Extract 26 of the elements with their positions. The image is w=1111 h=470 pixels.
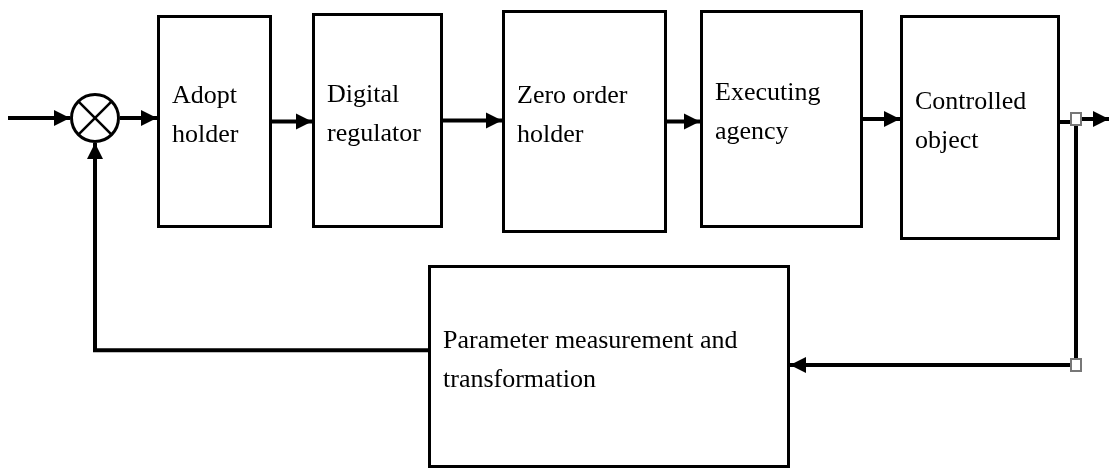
arrow	[8, 110, 70, 126]
process-box	[900, 15, 1060, 240]
process-box	[157, 15, 272, 228]
box-label: Zero order holder	[517, 78, 629, 150]
arrow	[790, 357, 1070, 373]
arrow	[1082, 111, 1109, 127]
arrow	[667, 113, 700, 130]
box-label: Digital regulator	[327, 77, 422, 149]
arrow	[120, 110, 157, 126]
arrow	[443, 112, 502, 129]
arrow	[863, 111, 900, 127]
arrow	[87, 143, 428, 353]
connector-line	[1074, 126, 1078, 358]
process-box	[502, 10, 667, 233]
connector-line	[1060, 120, 1070, 124]
box-label: Adopt holder	[172, 78, 240, 150]
arrow	[272, 113, 312, 130]
process-box	[428, 265, 790, 468]
box-label: Executing agency	[715, 76, 822, 147]
summing-junction	[70, 93, 120, 143]
process-box	[312, 13, 443, 228]
branch-point	[1070, 112, 1082, 126]
branch-point	[1070, 358, 1082, 372]
process-box	[700, 10, 863, 228]
box-label: Parameter measurement and transformation	[443, 323, 739, 395]
box-label: Controlled object	[915, 84, 1028, 156]
